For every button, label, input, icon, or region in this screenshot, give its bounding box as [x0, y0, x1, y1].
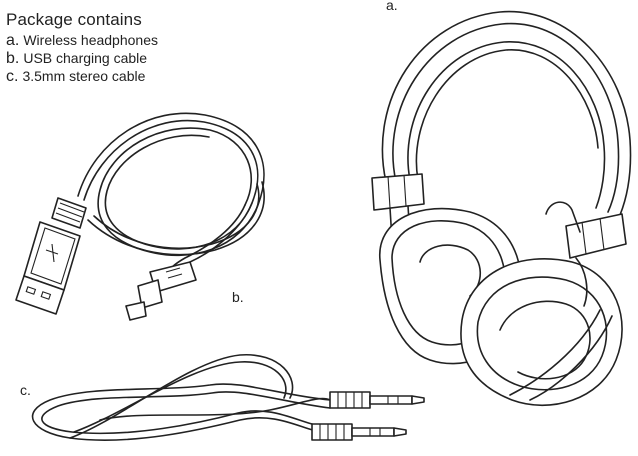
- list-item-key: c.: [6, 68, 19, 85]
- list-item: b.USB charging cable: [6, 50, 147, 68]
- usb-connector: [15, 197, 87, 315]
- audio-plug-top: [329, 391, 425, 409]
- list-item-text: 3.5mm stereo cable: [22, 68, 146, 84]
- audio-plug-bottom: [311, 423, 407, 441]
- mini-usb-connector: [125, 261, 197, 321]
- list-item-key: a.: [6, 32, 20, 49]
- list-item: c.3.5mm stereo cable: [6, 68, 145, 86]
- list-item: a.Wireless headphones: [6, 32, 158, 50]
- list-item-text: Wireless headphones: [23, 32, 158, 48]
- list-item-text: USB charging cable: [23, 50, 148, 66]
- figure-label-audio-cable: c.: [20, 382, 31, 398]
- figure-label-usb-cable: b.: [232, 289, 244, 305]
- page-title: Package contains: [6, 10, 142, 29]
- figure-label-headphones: a.: [386, 0, 398, 13]
- list-item-key: b.: [6, 50, 20, 67]
